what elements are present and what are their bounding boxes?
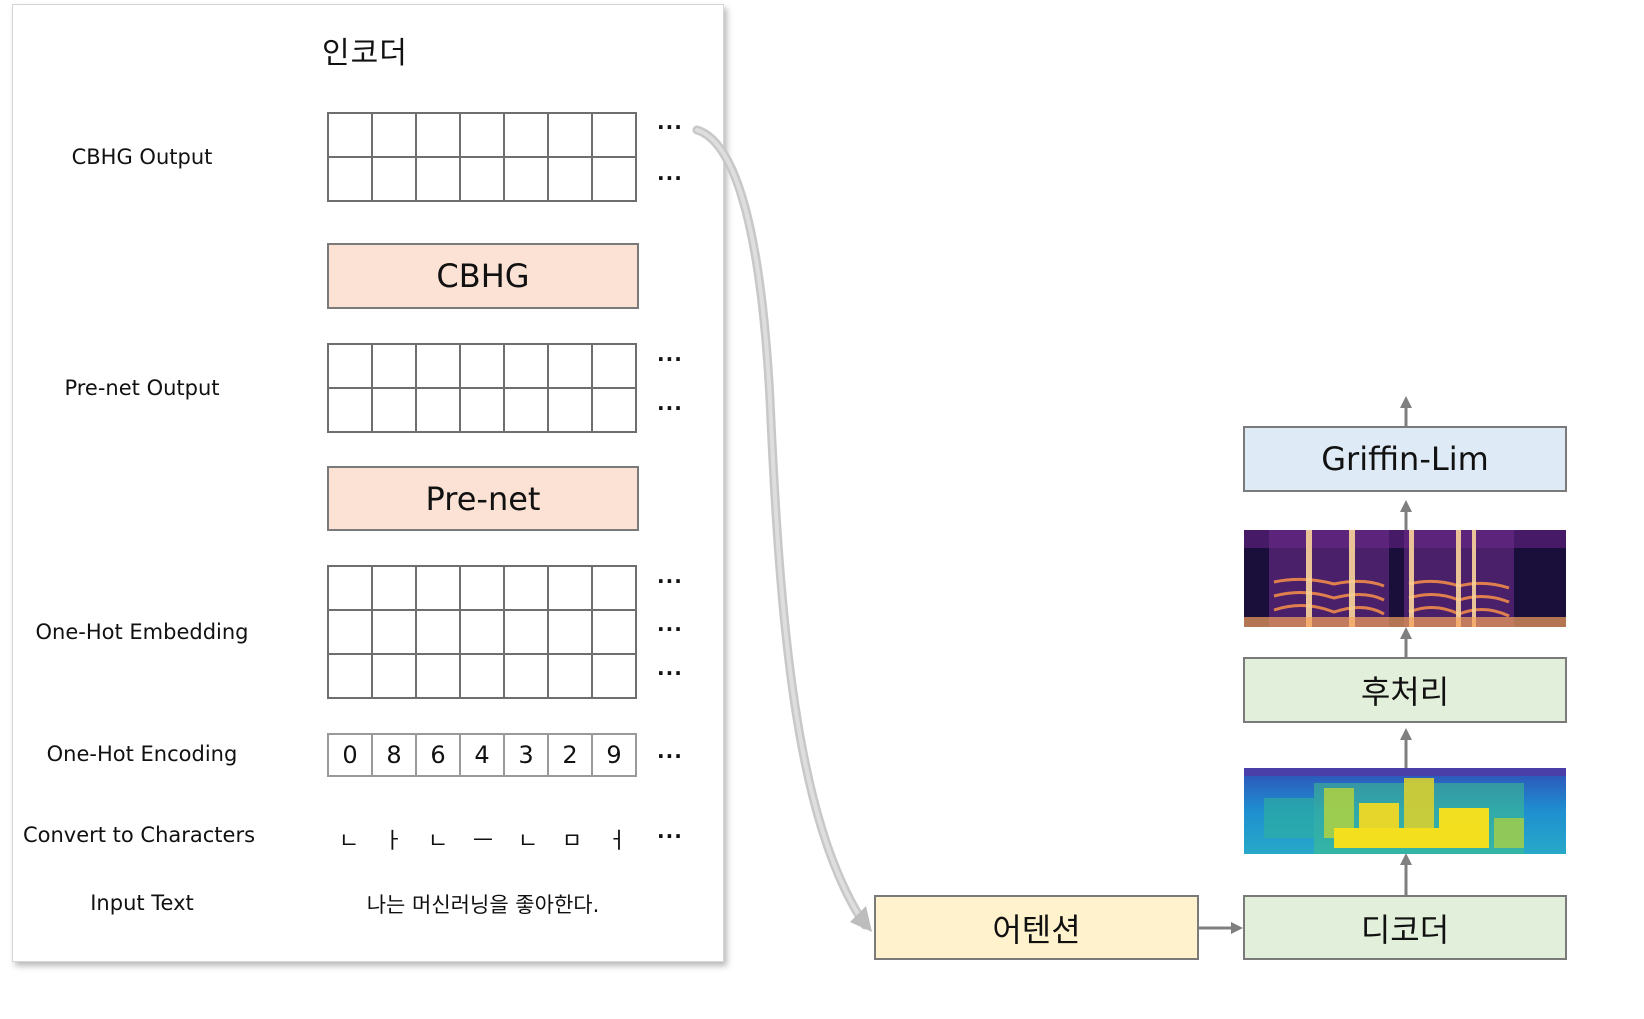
character-item: ㅓ: [606, 829, 628, 854]
ellipsis-icon: ···: [657, 347, 683, 371]
arrow-right-icon: [1199, 922, 1243, 934]
label-onehot-embedding: One-Hot Embedding: [35, 620, 249, 644]
ellipsis-icon: ···: [657, 396, 683, 420]
encoding-cell: 4: [459, 733, 505, 777]
arrow-up-icon: [1400, 853, 1412, 895]
prenet-block: Pre-net: [327, 466, 639, 531]
decoder-block: 디코더: [1243, 895, 1567, 960]
input-sentence: 나는 머신러닝을 좋아한다.: [366, 893, 600, 917]
arrow-up-icon: [1400, 728, 1412, 768]
ellipsis-icon: ···: [657, 166, 683, 190]
ellipsis-icon: ···: [657, 744, 683, 768]
ellipsis-icon: ···: [657, 569, 683, 593]
encoder-title: 인코더: [322, 36, 408, 71]
attention-block: 어텐션: [874, 895, 1199, 960]
encoding-cell: 2: [547, 733, 593, 777]
ellipsis-icon: ···: [657, 115, 683, 139]
label-convert-characters: Convert to Characters: [22, 823, 256, 847]
label-input-text: Input Text: [90, 891, 194, 915]
encoding-cell: 6: [415, 733, 461, 777]
label-cbhg-output: CBHG Output: [71, 145, 213, 169]
character-item: ㄴ: [517, 829, 539, 854]
character-item: ㅡ: [472, 829, 494, 854]
character-item: ㄴ: [338, 829, 360, 854]
postprocess-block: 후처리: [1243, 657, 1567, 723]
encoding-cell: 0: [327, 733, 373, 777]
label-onehot-encoding: One-Hot Encoding: [46, 742, 238, 766]
character-row: ㄴ ㅏ ㄴ ㅡ ㄴ ㅁ ㅓ: [327, 823, 637, 854]
mel-spectrogram-image: [1244, 768, 1566, 854]
arrow-up-icon: [1400, 396, 1412, 426]
waveform-image: [1244, 287, 1564, 381]
encoding-cell: 3: [503, 733, 549, 777]
linear-spectrogram-image: [1244, 530, 1566, 627]
encoding-cell: 9: [591, 733, 637, 777]
onehot-embedding-grid: [327, 565, 637, 699]
character-item: ㅁ: [561, 829, 583, 854]
label-prenet-output: Pre-net Output: [64, 376, 220, 400]
cbhg-block: CBHG: [327, 243, 639, 309]
onehot-encoding-row: 0 8 6 4 3 2 9: [327, 733, 637, 777]
character-item: ㅏ: [382, 829, 404, 854]
cbhg-output-grid: [327, 112, 637, 202]
griffin-lim-block: Griffin-Lim: [1243, 426, 1567, 492]
ellipsis-icon: ···: [657, 824, 683, 848]
arrow-up-icon: [1400, 500, 1412, 530]
encoding-cell: 8: [371, 733, 417, 777]
ellipsis-icon: ···: [657, 661, 683, 685]
prenet-output-grid: [327, 343, 637, 433]
arrow-up-icon: [1400, 627, 1412, 657]
character-item: ㄴ: [427, 829, 449, 854]
ellipsis-icon: ···: [657, 617, 683, 641]
